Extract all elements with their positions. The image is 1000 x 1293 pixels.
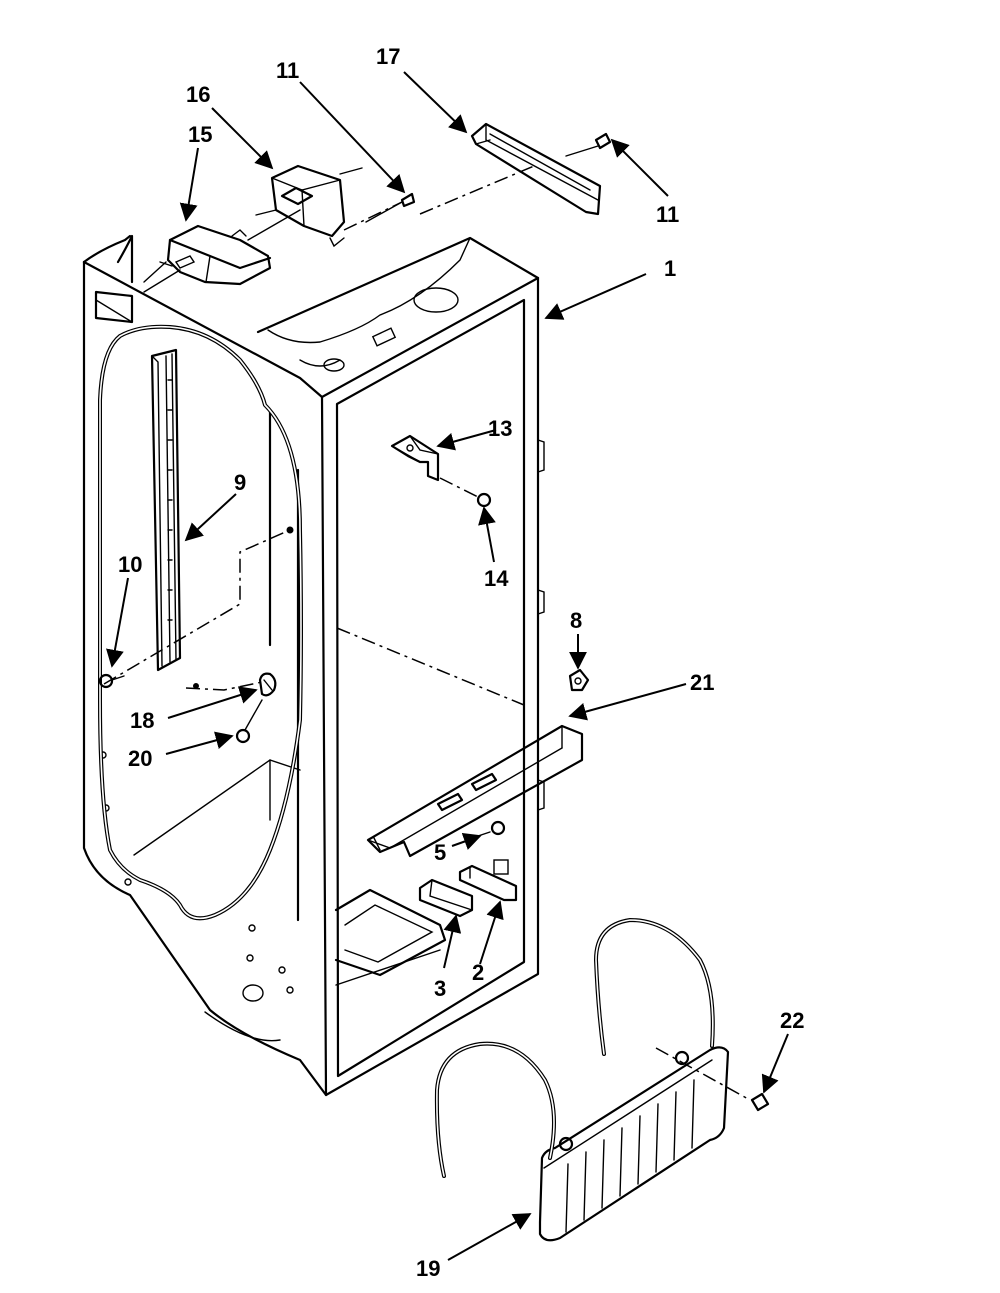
part-19-heater-panel (434, 917, 751, 1242)
part-15-housing (159, 224, 272, 286)
callout-13: 13 (488, 416, 512, 441)
part-3-bracket (418, 878, 474, 918)
part-18-clip (185, 672, 277, 697)
heater-wire-loop (98, 324, 303, 921)
callout-labels: 1 2 3 5 8 9 10 11 11 13 14 15 16 17 18 1… (118, 44, 804, 1281)
callout-9: 9 (234, 470, 246, 495)
callout-1: 1 (664, 256, 676, 281)
callout-5: 5 (434, 840, 446, 865)
callout-18: 18 (130, 708, 154, 733)
callout-3: 3 (434, 976, 446, 1001)
callout-19: 19 (416, 1256, 440, 1281)
callout-10: 10 (118, 552, 142, 577)
callout-11-right: 11 (656, 202, 679, 227)
cabinet-liner (82, 234, 545, 1097)
part-16-bracket (247, 164, 363, 248)
part-22-screw (750, 1092, 770, 1112)
part-11-screw-right (565, 132, 612, 157)
leader-lines (106, 71, 789, 1261)
part-20-plug (235, 699, 263, 744)
callout-11-left: 11 (276, 58, 299, 83)
callout-14: 14 (484, 566, 509, 591)
part-14-screw (439, 477, 492, 508)
callout-21: 21 (690, 670, 714, 695)
callout-16: 16 (186, 82, 210, 107)
part-9-track (150, 348, 182, 672)
part-17-rail (419, 122, 602, 216)
part-2-bracket (458, 859, 518, 902)
part-11-screw-left (343, 192, 416, 231)
part-5-screw (477, 820, 506, 837)
callout-2: 2 (472, 960, 484, 985)
callout-22: 22 (780, 1008, 804, 1033)
callout-17: 17 (376, 44, 400, 69)
callout-20: 20 (128, 746, 152, 771)
callout-15: 15 (188, 122, 212, 147)
callout-8: 8 (570, 608, 582, 633)
part-13-bracket (390, 434, 440, 482)
part-8-screw (568, 668, 590, 692)
part-21-shield (366, 724, 584, 858)
part-10-screw (98, 673, 125, 689)
